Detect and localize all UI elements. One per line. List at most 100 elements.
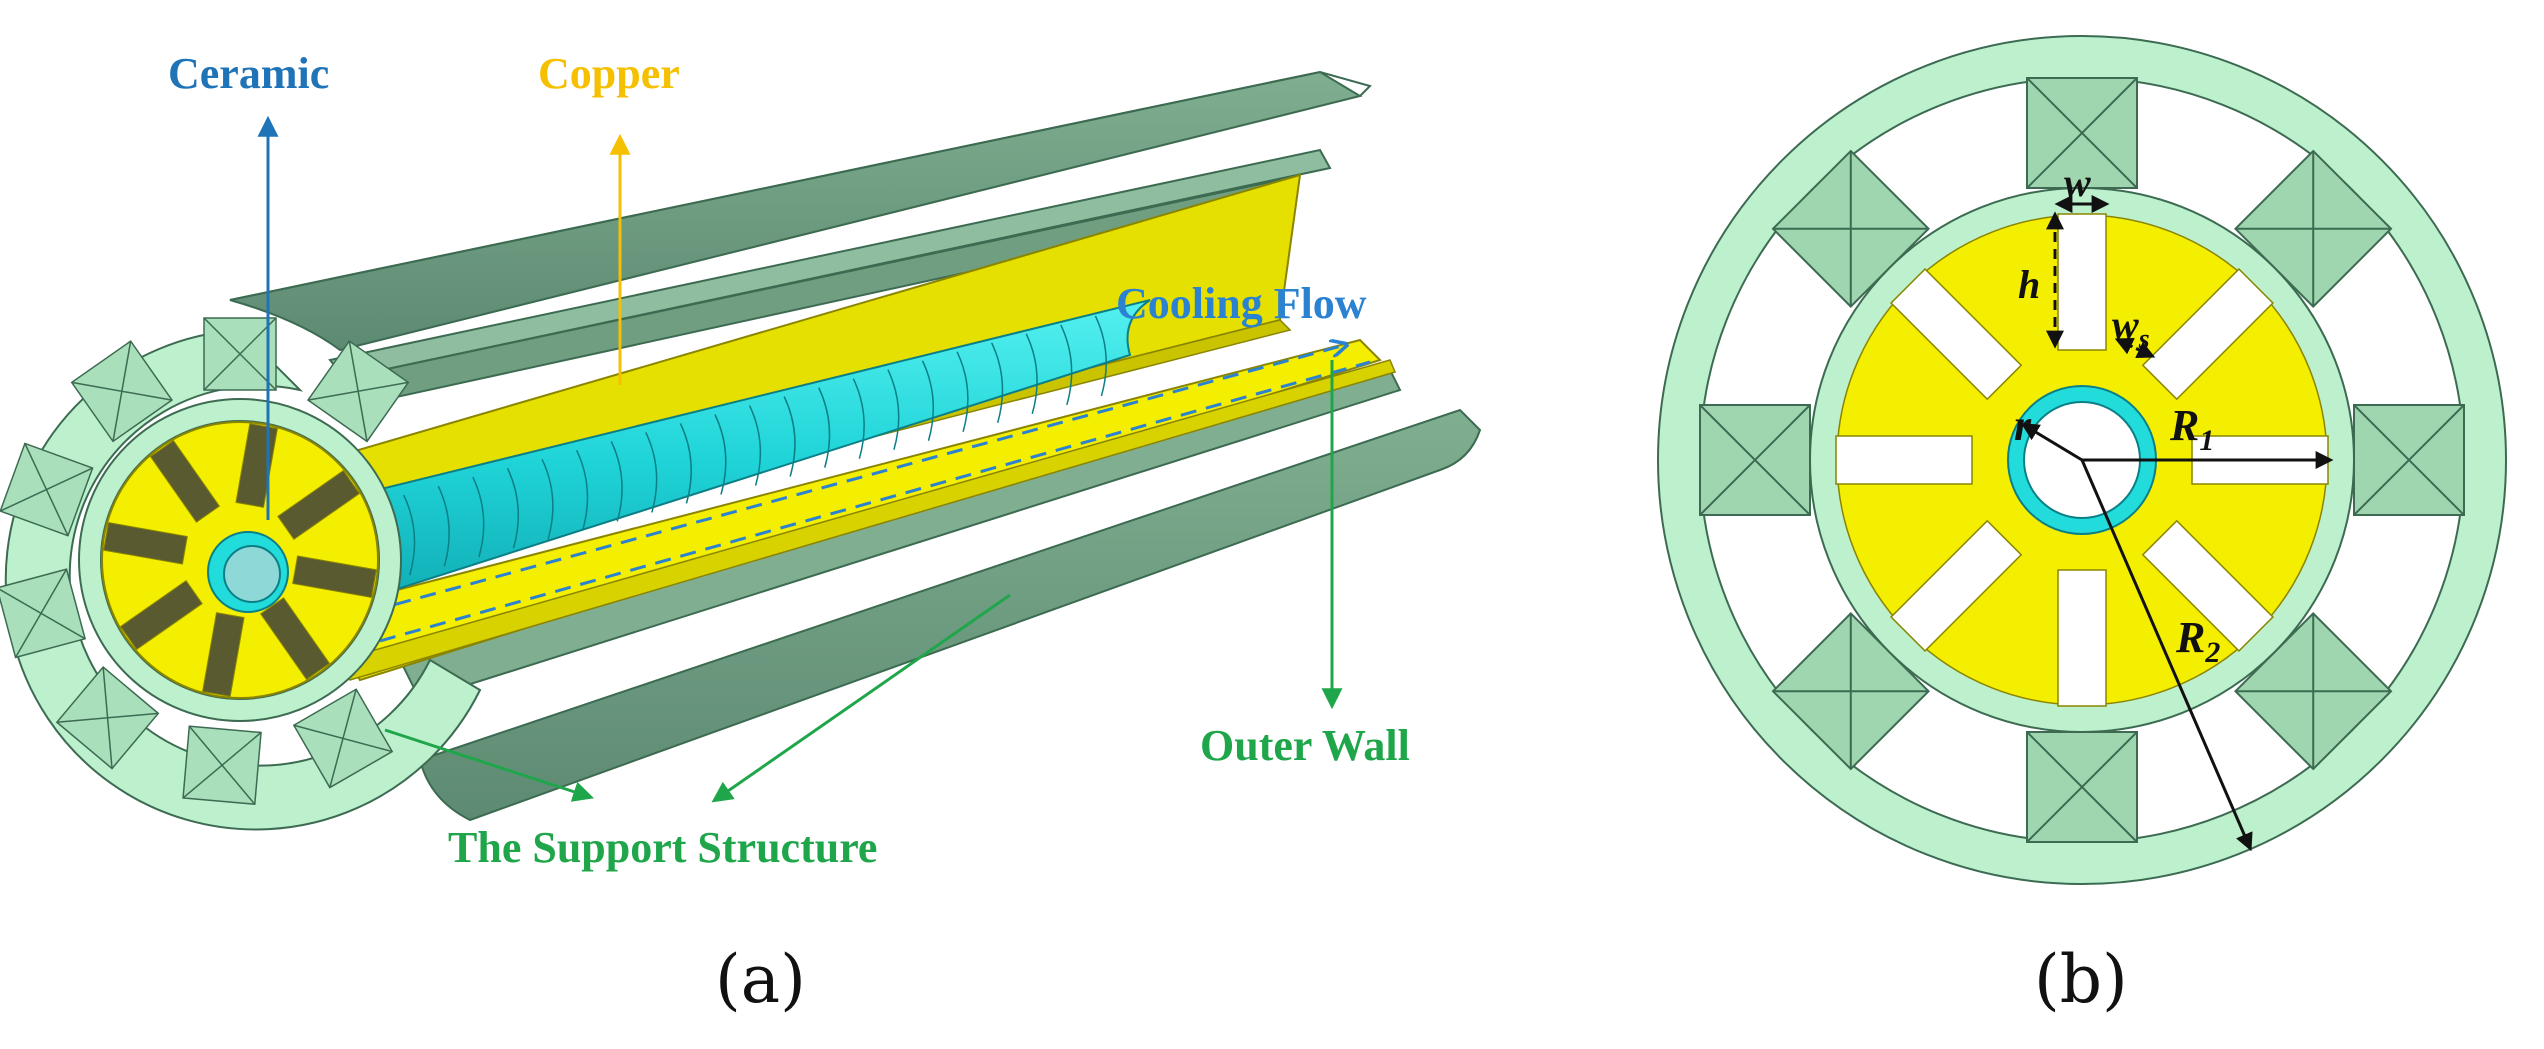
symbol-r1: R1 <box>2169 401 2214 457</box>
truss-diagonal <box>2026 731 2138 843</box>
symbol-r1-sub: 1 <box>2199 424 2214 457</box>
ceramic-ring-segment <box>1094 315 1107 397</box>
copper-slot <box>2057 213 2107 351</box>
copper-slot <box>1835 435 1973 485</box>
truss-diagonal <box>2312 613 2315 770</box>
copper-slot <box>2141 268 2274 401</box>
front-slot <box>202 612 245 697</box>
ceramic-ring-segment <box>403 494 416 576</box>
front-slot <box>119 579 203 651</box>
support-truss <box>2353 404 2465 516</box>
ceramic-ring-segment <box>645 432 658 513</box>
dim-r-arrow <box>2020 423 2083 462</box>
label-outer-wall: Outer Wall <box>1200 721 1410 770</box>
truss-diagonal <box>2235 227 2392 230</box>
ceramic-ring-segment <box>783 396 796 477</box>
slot-rect <box>1835 435 1973 485</box>
ceramic-ring-segment <box>990 342 1004 424</box>
front-slot-rect <box>292 555 377 598</box>
label-cooling-flow: Cooling Flow <box>1116 279 1367 328</box>
symbol-r1-main: R <box>2169 401 2199 450</box>
outer-wall-lower-shell <box>418 408 1482 822</box>
ceramic-ring-segment <box>437 485 450 567</box>
front-slot <box>259 597 331 681</box>
front-truss-diagonal <box>182 731 262 799</box>
ceramic-ring-segment <box>506 467 520 549</box>
front-truss <box>292 688 394 789</box>
caption-a: (a) <box>715 941 806 1018</box>
front-slot-rect <box>202 612 245 697</box>
symbol-w: w <box>2064 160 2091 205</box>
slot-rect <box>2141 268 2274 401</box>
ceramic-ring-segment <box>472 476 485 558</box>
symbol-r: r <box>2014 401 2032 450</box>
arrow-diagonal-icon <box>711 593 1011 803</box>
symbol-ws-main: w <box>2112 302 2139 347</box>
front-truss <box>203 317 277 391</box>
front-truss-diagonal <box>24 443 69 537</box>
front-truss-diagonal <box>56 712 159 723</box>
front-slot <box>103 522 188 565</box>
symbol-h: h <box>2018 262 2040 307</box>
front-truss-diagonal <box>0 587 86 640</box>
front-truss <box>0 568 87 659</box>
ceramic-ring-segment <box>748 405 762 486</box>
truss-diagonal <box>1699 404 1811 516</box>
arrow-diagonal-icon <box>384 728 594 802</box>
label-support-structure: The Support Structure <box>448 823 877 872</box>
cooling-flow-line-1 <box>319 345 1345 627</box>
front-truss <box>55 666 160 770</box>
front-truss <box>0 442 94 537</box>
slot-rect <box>2057 213 2107 351</box>
slot-rect <box>2141 519 2274 652</box>
front-truss <box>306 340 410 443</box>
truss-diagonal <box>2353 404 2465 516</box>
front-truss-diagonal <box>329 689 357 788</box>
ceramic-ring-segment <box>714 414 727 495</box>
copper-slot <box>2057 569 2107 707</box>
copper-slot <box>2141 519 2274 652</box>
copper-slots-front <box>103 423 377 697</box>
front-truss-diagonal <box>203 317 277 391</box>
ceramic-ring-segment <box>956 351 969 432</box>
label-copper: Copper <box>538 49 680 98</box>
slot-rect <box>2057 569 2107 707</box>
ceramic-ring-segment <box>887 369 900 450</box>
ceramic-ring-segment <box>610 441 623 522</box>
slot-rect <box>1890 519 2023 652</box>
label-ceramic: Ceramic <box>168 49 329 98</box>
caption-b: (b) <box>2034 941 2128 1018</box>
front-slot-rect <box>277 469 361 541</box>
support-inner-ring-outline <box>78 398 402 722</box>
ceramic-ring-segment <box>1060 324 1073 406</box>
support-truss <box>2026 731 2138 843</box>
copper-slot <box>1890 519 2023 652</box>
symbol-r2-sub: 2 <box>2204 636 2220 669</box>
ceramic-ring-segment <box>852 378 865 459</box>
truss-diagonal <box>1849 150 1852 307</box>
copper-slot <box>1890 268 2023 401</box>
front-slot <box>277 469 361 541</box>
support-inner-ring <box>79 399 401 721</box>
truss-diagonal <box>2026 77 2138 189</box>
symbol-r2: R2 <box>2175 613 2220 669</box>
outer-wall-upper-shell <box>229 70 1363 352</box>
panel-a-illustration <box>0 70 1482 831</box>
ceramic-bore-front <box>223 545 281 603</box>
support-truss <box>1699 404 1811 516</box>
symbol-ws: ws <box>2112 302 2150 355</box>
ceramic-ring-segment <box>575 450 589 531</box>
front-slot-rect <box>103 522 188 565</box>
ceramic-ring-segment <box>679 423 692 504</box>
truss-diagonal <box>1772 690 1929 693</box>
front-slot-rect <box>149 439 221 523</box>
front-slot-rect <box>119 579 203 651</box>
front-truss-diagonal <box>112 340 132 442</box>
dim-ws-arrow <box>2114 337 2156 359</box>
outer-wall-upper-rim <box>229 70 1372 301</box>
symbol-r2-main: R <box>2175 613 2205 662</box>
ceramic-ring-segment <box>818 387 831 468</box>
ceramic-ring-segment <box>541 458 554 540</box>
front-slot <box>149 439 221 523</box>
